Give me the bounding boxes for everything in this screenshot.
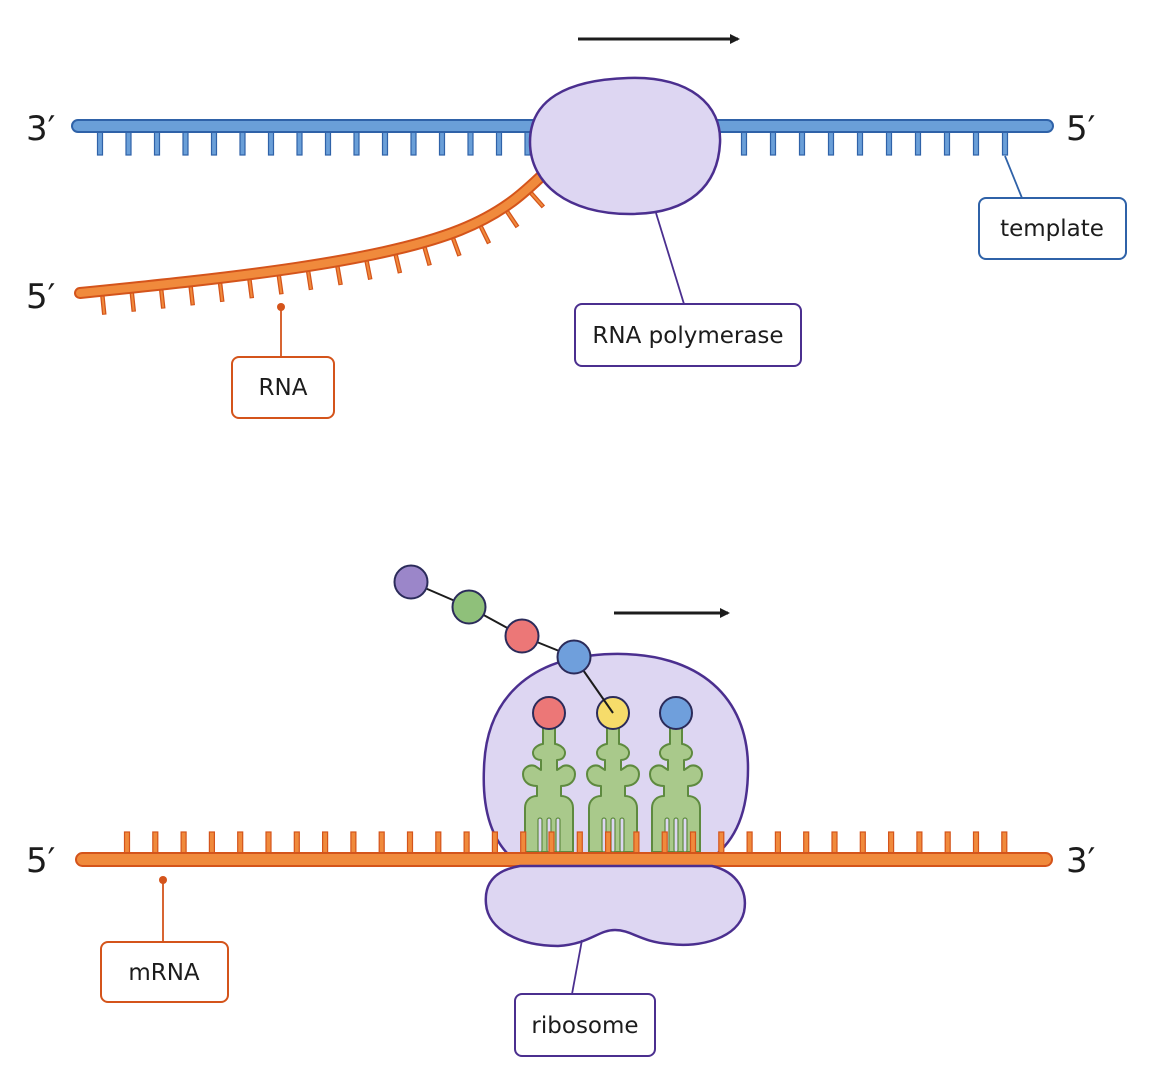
template-callout-label: template xyxy=(1000,216,1104,242)
rna-backbone-inner xyxy=(76,166,552,297)
trna-prong-gap xyxy=(673,817,679,853)
mrna-teeth xyxy=(123,831,1008,857)
trna-amino-acid xyxy=(532,696,566,730)
rna-backbone xyxy=(74,164,554,299)
amino-acid-bead xyxy=(451,589,487,625)
rna-polymerase-leader-line xyxy=(655,212,685,305)
mrna-callout-label: mRNA xyxy=(128,960,200,986)
amino-acid-bead xyxy=(556,639,592,675)
template-right-end-label: 5′ xyxy=(1066,109,1095,149)
template-left-end-label: 3′ xyxy=(26,109,55,149)
polypeptide-chain xyxy=(393,564,614,714)
mrna-left-end-label: 5′ xyxy=(26,841,55,881)
amino-acid-bead xyxy=(504,618,540,654)
trna-prong-gap xyxy=(555,817,561,853)
rna-polymerase-callout-label: RNA polymerase xyxy=(592,323,783,349)
trna-prong-gap xyxy=(682,817,688,853)
mrna-backbone xyxy=(75,852,1053,867)
template-backbone-right xyxy=(705,119,1054,133)
amino-acid-bead xyxy=(393,564,429,600)
ribosome-callout-label: ribosome xyxy=(531,1013,638,1039)
transcription-panel: 3′ 5′ 5′ template RNA polymerase RNA xyxy=(26,34,1127,419)
rna-callout-box xyxy=(231,356,335,419)
trna xyxy=(649,696,703,853)
rna-end-label: 5′ xyxy=(26,277,55,317)
ribosome-callout-box xyxy=(514,993,656,1057)
trna-prong-gap xyxy=(537,817,543,853)
trna-prong-gap xyxy=(610,817,616,853)
rna-polymerase-callout-box xyxy=(574,303,802,367)
mrna-right-end-label: 3′ xyxy=(1066,841,1095,881)
translation-panel: 5′ 3′ mRNA ribosome xyxy=(26,564,1095,1057)
rna-teeth xyxy=(99,187,546,315)
rna-strand xyxy=(74,164,554,315)
ribosome-small-subunit xyxy=(484,864,747,948)
trna-amino-acid xyxy=(659,696,693,730)
template-leader-line xyxy=(1004,155,1023,199)
template-strand xyxy=(71,119,1054,156)
rna-callout-label: RNA xyxy=(259,375,308,401)
template-backbone-left xyxy=(71,119,551,133)
mrna-leader-dot xyxy=(159,876,167,884)
rna-leader-dot xyxy=(277,303,285,311)
mrna-callout-box xyxy=(100,941,229,1003)
template-callout-box xyxy=(978,197,1127,260)
rna-polymerase-shape xyxy=(528,76,722,216)
trna-group xyxy=(522,696,703,853)
ribosome-leader-line xyxy=(571,939,583,995)
trna-prong-gap xyxy=(619,817,625,853)
